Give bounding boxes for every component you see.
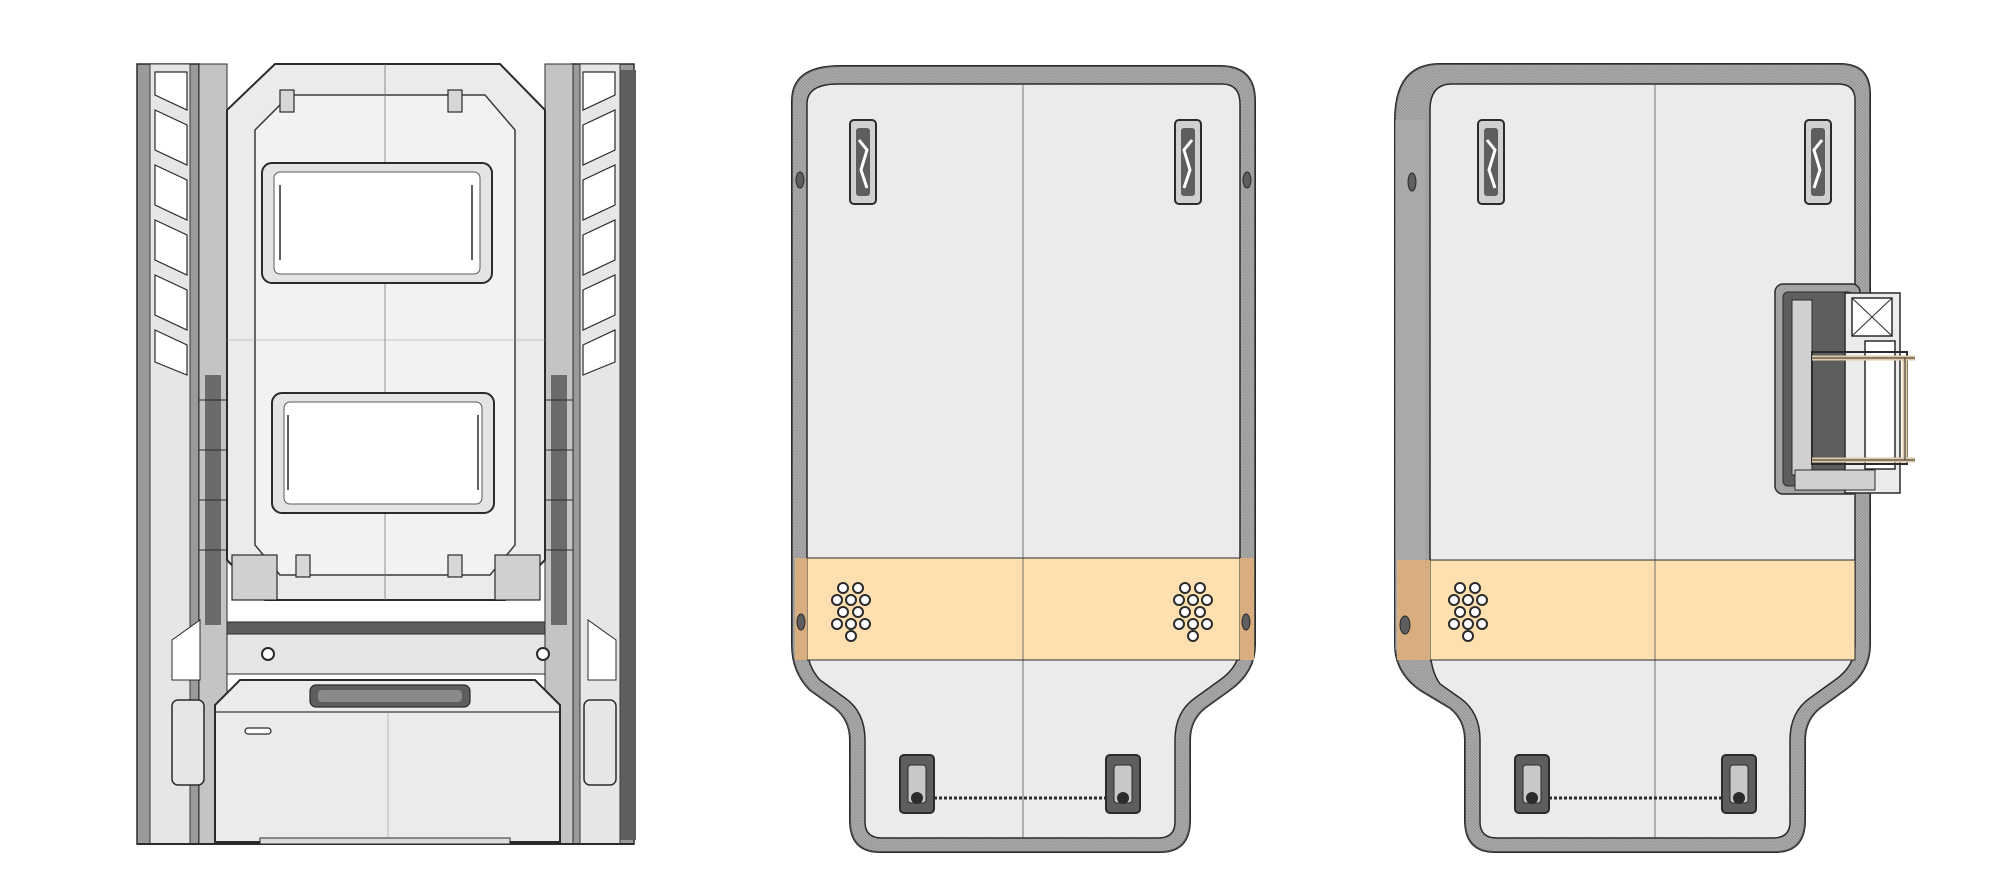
front-indicator: [244, 727, 272, 735]
back-vent-right: [1173, 582, 1213, 642]
back-vent-left: [831, 582, 871, 642]
front-bottom-clip-left: [295, 554, 311, 578]
front-crossbar: [226, 621, 546, 635]
side-latch-bottom-left: [1514, 754, 1550, 814]
side-handle-module: [1774, 283, 1915, 495]
back-latch-bottom-left: [899, 754, 935, 814]
front-view: [136, 63, 636, 845]
side-accent-band: [1429, 559, 1856, 661]
right-truss: [582, 71, 616, 376]
side-view: [1394, 63, 1915, 853]
side-latch-top-left: [1477, 119, 1505, 205]
side-latch-bottom-right: [1721, 754, 1757, 814]
left-truss: [154, 71, 188, 376]
back-latch-top-left: [849, 119, 877, 205]
side-latch-top-right: [1804, 119, 1832, 205]
front-bottom-clip-right: [447, 554, 463, 578]
front-bottom-case: [214, 679, 561, 843]
front-screw-left: [261, 647, 275, 661]
front-top-clip-right: [447, 89, 463, 113]
right-rail-shadow: [620, 70, 636, 840]
back-latch-bottom-right: [1105, 754, 1141, 814]
side-vent: [1448, 582, 1488, 642]
front-screw-right: [536, 647, 550, 661]
back-view: [791, 65, 1256, 853]
back-accent-band: [806, 557, 1241, 661]
front-top-clip-left: [279, 89, 295, 113]
back-latch-top-right: [1174, 119, 1202, 205]
